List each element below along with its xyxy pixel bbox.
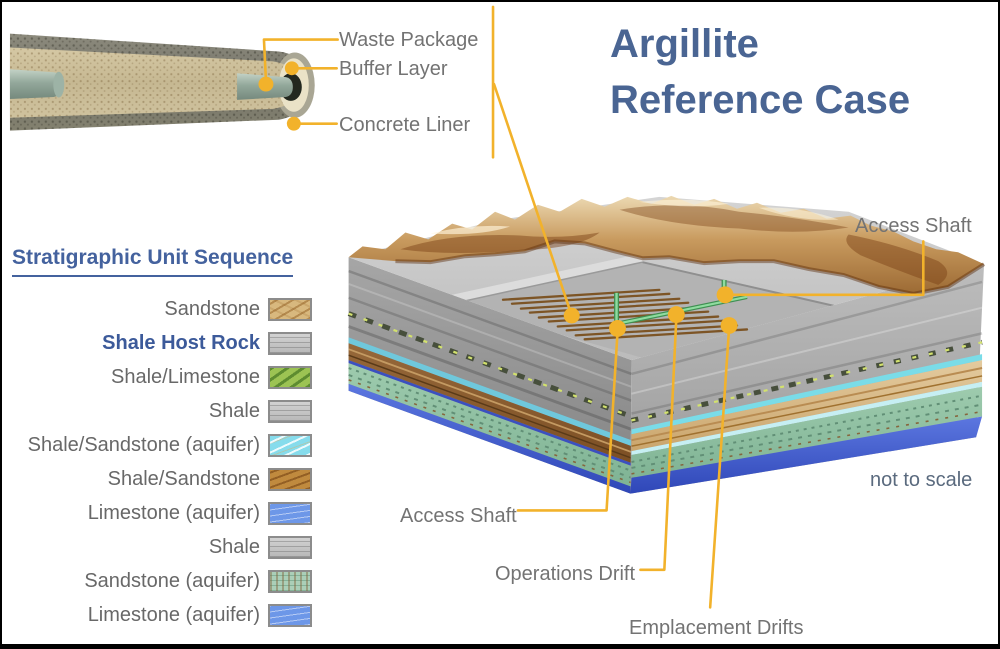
legend-label-shale-limestone: Shale/Limestone: [111, 365, 260, 388]
waste-package-cylinder-left: [9, 69, 63, 99]
shale-limestone-band-right: [630, 339, 983, 423]
legend-label-shale-sandstone-aquifer: Shale/Sandstone (aquifer): [27, 433, 260, 456]
block-left-face: [347, 257, 633, 494]
access-shaft-bottom-label: Access Shaft: [400, 505, 517, 527]
concrete-liner-dot: [286, 116, 301, 131]
access-shaft-top-dot: [716, 286, 734, 304]
callout-dots: [258, 61, 738, 337]
page-title-line1: Argillite: [610, 22, 759, 66]
operations-drift-label: Operations Drift: [495, 563, 636, 585]
legend-swatch-shale-sandstone-aquifer: [268, 433, 312, 457]
waste-package-dot: [258, 76, 274, 92]
legend-title: Stratigraphic Unit Sequence: [12, 246, 294, 277]
legend-swatch-limestone-aquifer-2: [268, 603, 312, 627]
legend-swatch-shale-host-rock: [268, 331, 312, 355]
legend-row: Shale: [12, 394, 312, 428]
legend-row: Shale/Limestone: [12, 360, 312, 394]
limestone-aquifer-band-left: [348, 383, 632, 494]
page-title: Argillite Reference Case: [610, 16, 995, 128]
legend-row: Shale/Sandstone: [12, 462, 312, 496]
legend-label-shale-host-rock: Shale Host Rock: [102, 331, 260, 354]
waste-package-label: Waste Package: [339, 29, 479, 51]
legend-row: Shale Host Rock: [12, 326, 312, 360]
block-right-face: [630, 264, 985, 494]
legend-label-sandstone-aquifer: Sandstone (aquifer): [84, 569, 260, 592]
legend-label-limestone-aquifer: Limestone (aquifer): [87, 501, 260, 524]
access-shaft-top-label: Access Shaft: [855, 215, 972, 237]
repository-block-illustration: [347, 195, 986, 494]
sandstone-aquifer-band-right: [631, 386, 983, 478]
legend-swatch-shale-sandstone: [268, 467, 312, 491]
callout-lines: [262, 5, 925, 609]
emplacement-drifts-leader-line: [708, 327, 731, 609]
legend-row: Sandstone: [12, 292, 312, 326]
access-shaft-top-leader-line: [730, 240, 925, 297]
legend-label-shale-2: Shale: [208, 535, 260, 558]
not-to-scale-note: not to scale: [870, 469, 973, 491]
operations-drift-leader-line: [639, 317, 678, 572]
emplacement-drifts-dot: [720, 317, 738, 334]
legend-row: Sandstone (aquifer): [12, 564, 312, 598]
emplacement-drifts-label: Emplacement Drifts: [629, 617, 804, 639]
access-shaft-bottom-leader-line: [516, 331, 619, 512]
legend-label-shale-sandstone: Shale/Sandstone: [107, 467, 260, 490]
buffer-layer-label: Buffer Layer: [339, 58, 448, 80]
legend-swatch-shale: [268, 399, 312, 423]
page-title-line2: Reference Case: [610, 78, 911, 122]
stratigraphic-legend: Sandstone Shale Host Rock Shale/Limeston…: [12, 292, 312, 632]
operations-drift-dot: [667, 306, 685, 323]
legend-row: Shale/Sandstone (aquifer): [12, 428, 312, 462]
waste-package-leader-line: [262, 38, 339, 82]
terrain-surface: [348, 195, 986, 296]
access-shaft-bottom-dot: [609, 320, 626, 337]
bench-ledge: [452, 253, 643, 304]
legend-swatch-sandstone: [268, 297, 312, 321]
legend-swatch-shale-2: [268, 535, 312, 559]
legend-label-limestone-aquifer-2: Limestone (aquifer): [87, 603, 260, 626]
drift-cross-section-illustration: [9, 33, 315, 131]
buffer-layer-dot: [284, 61, 299, 76]
cross-section-to-drift-line: [492, 82, 574, 317]
legend-label-sandstone: Sandstone: [164, 297, 260, 320]
legend-row: Limestone (aquifer): [12, 598, 312, 632]
concrete-liner-label: Concrete Liner: [339, 114, 471, 136]
legend-swatch-sandstone-aquifer: [268, 569, 312, 593]
cross-section-target-dot: [563, 307, 580, 324]
sandstone-aquifer-band-left: [348, 363, 632, 487]
aquifer-band-left: [348, 337, 632, 447]
legend-swatch-limestone-aquifer: [268, 501, 312, 525]
legend-swatch-shale-limestone: [268, 365, 312, 389]
legend-label-shale: Shale: [208, 399, 260, 422]
shale-limestone-band-left: [347, 311, 633, 419]
legend-row: Shale: [12, 530, 312, 564]
aquifer-band-right: [631, 354, 983, 435]
legend-row: Limestone (aquifer): [12, 496, 312, 530]
